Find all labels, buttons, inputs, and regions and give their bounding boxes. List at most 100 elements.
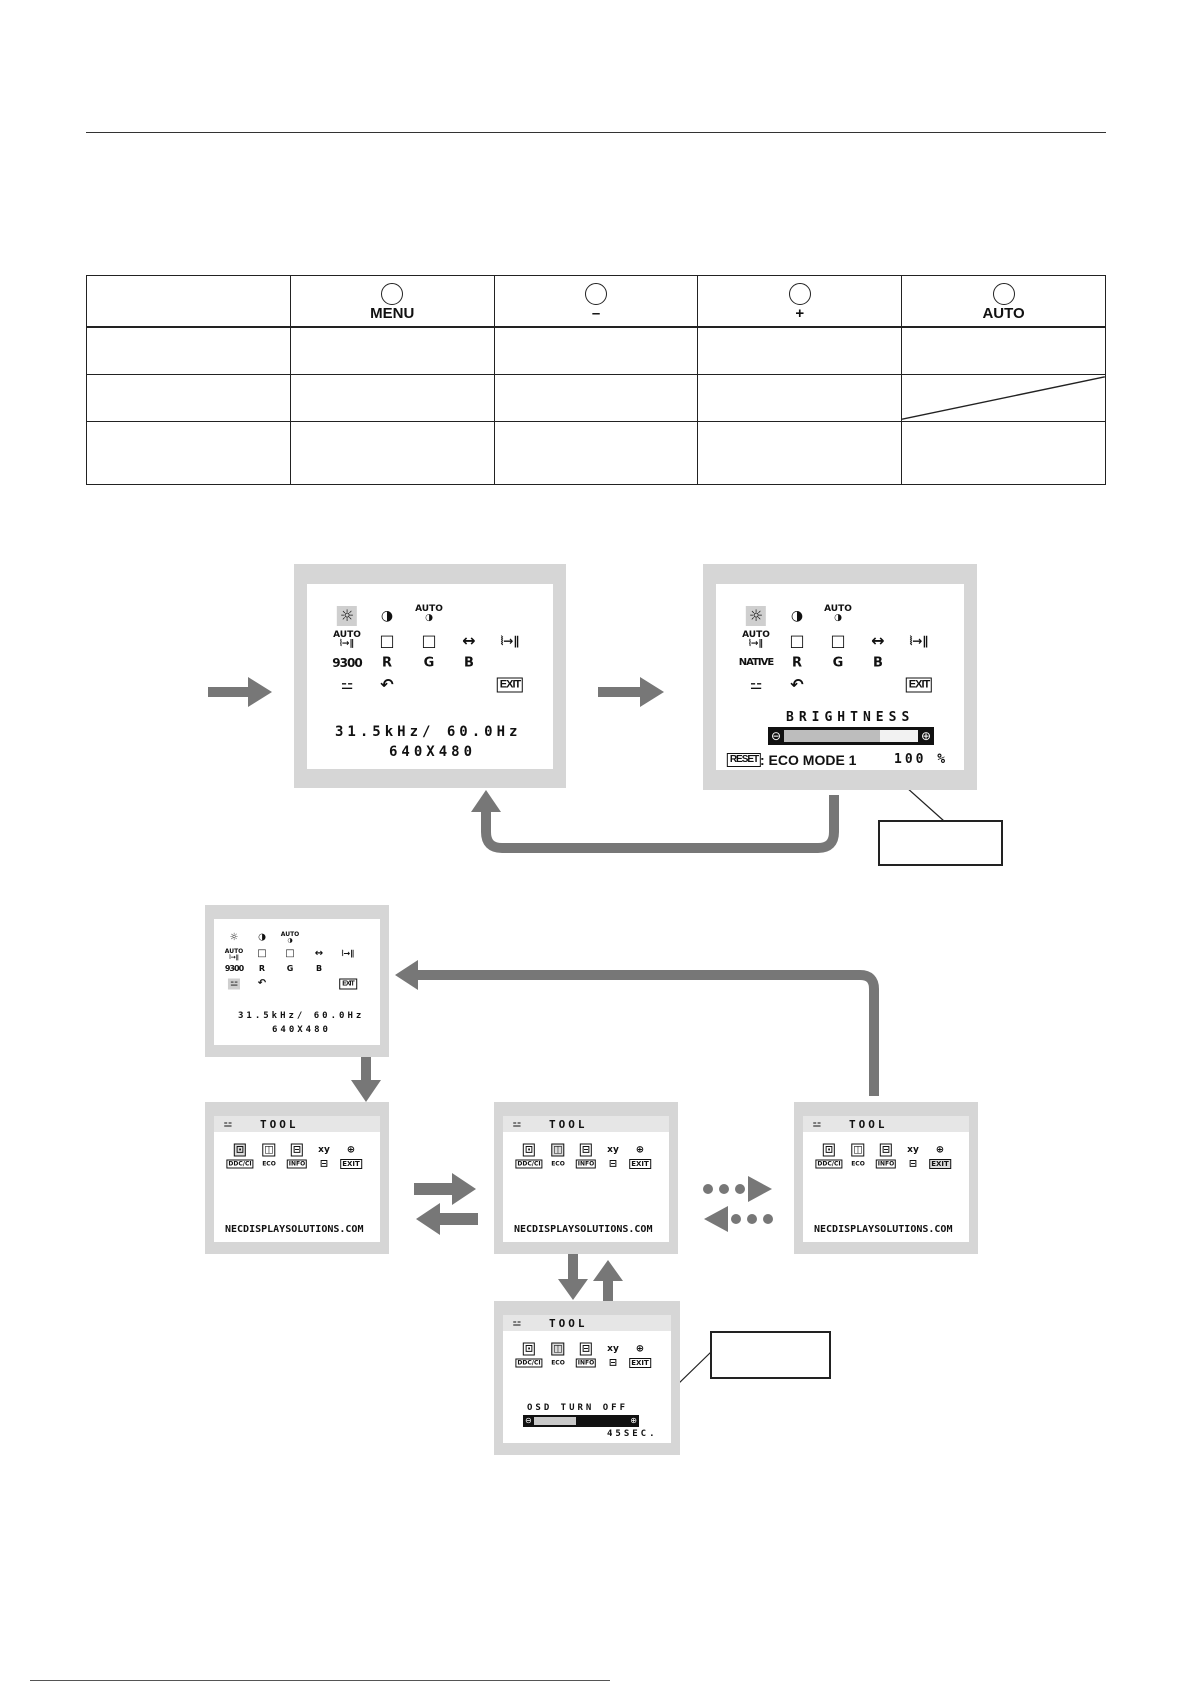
green-icon[interactable]: G <box>832 655 844 671</box>
auto-adjust-icon[interactable]: AUTO◑ <box>824 604 852 623</box>
blue-icon[interactable]: B <box>315 964 323 973</box>
tool-icon[interactable]: ⚍ <box>749 677 763 693</box>
red-icon[interactable]: R <box>258 964 266 973</box>
h-size-icon[interactable]: ↔ <box>462 631 476 650</box>
info-icon[interactable]: INFO <box>286 1159 308 1169</box>
ddcci-icon[interactable]: DDC/CI <box>226 1159 254 1169</box>
eco-icon[interactable]: ECO <box>851 1160 865 1168</box>
zoom-icon[interactable]: ⊕ <box>935 1144 945 1156</box>
plus-slider-icon: ⊕ <box>920 729 931 743</box>
left-right-icon[interactable]: □ <box>257 948 267 959</box>
zoom-icon[interactable]: ⊕ <box>635 1144 645 1156</box>
xy-info-icon[interactable]: xy <box>318 1145 330 1155</box>
arrow-right-dashed <box>748 1176 772 1202</box>
brightness-slider[interactable]: ⊖ ⊕ <box>768 727 934 745</box>
exit-icon[interactable]: EXIT <box>929 1159 951 1169</box>
color-preset-9300[interactable]: 9300 <box>332 656 362 670</box>
contrast-icon[interactable]: ◑ <box>380 608 394 624</box>
green-icon[interactable]: G <box>286 964 294 973</box>
plus-button-icon[interactable] <box>788 283 811 305</box>
eco-icon[interactable]: ECO <box>551 1359 565 1367</box>
osd-turnoff-slider[interactable]: ⊖ ⊕ <box>523 1415 639 1427</box>
xy-info-icon[interactable]: xy <box>607 1344 619 1354</box>
monitor-info-icon[interactable]: ⊟ <box>608 1158 618 1170</box>
frequency-readout: 31.5kHz/ 60.0Hz <box>335 724 522 740</box>
auto-clock-icon[interactable]: AUTO⦚→∥ <box>224 948 244 961</box>
left-right-icon[interactable]: □ <box>789 631 805 650</box>
color-preset-9300[interactable]: 9300 <box>224 964 244 973</box>
info-icon[interactable]: INFO <box>575 1159 597 1169</box>
website-url: NECDISPLAYSOLUTIONS.COM <box>814 1224 953 1235</box>
monitor-info-icon[interactable]: ⊟ <box>908 1158 918 1170</box>
menu-button-icon[interactable] <box>381 283 404 305</box>
language-icon[interactable]: ⊡ <box>522 1342 536 1356</box>
osd-lock-icon[interactable]: ⊟ <box>579 1342 593 1356</box>
tool-icon[interactable]: ⚍ <box>340 677 354 693</box>
zoom-icon[interactable]: ⊕ <box>346 1144 356 1156</box>
color-native[interactable]: NATIVE <box>738 657 774 668</box>
zoom-icon[interactable]: ⊕ <box>635 1343 645 1355</box>
plus-slider-icon: ⊕ <box>630 1416 637 1425</box>
down-up-icon[interactable]: □ <box>421 631 437 650</box>
exit-icon[interactable]: EXIT <box>629 1159 651 1169</box>
factory-preset-icon[interactable]: ↶ <box>380 675 394 694</box>
h-size-icon[interactable]: ↔ <box>871 631 885 650</box>
monitor-info-icon[interactable]: ⊟ <box>608 1357 618 1369</box>
xy-info-icon[interactable]: xy <box>907 1145 919 1155</box>
red-icon[interactable]: R <box>791 655 803 671</box>
blue-icon[interactable]: B <box>464 655 474 671</box>
monitor-info-icon[interactable]: ⊟ <box>319 1158 329 1170</box>
factory-preset-icon[interactable]: ↶ <box>257 978 267 989</box>
auto-clock-icon[interactable]: AUTO⦚→∥ <box>742 630 770 649</box>
auto-button-icon[interactable] <box>992 283 1015 305</box>
minus-button-icon[interactable] <box>584 283 607 305</box>
auto-clock-label: AUTO <box>742 630 770 640</box>
auto-adjust-icon[interactable]: AUTO◑ <box>415 604 443 623</box>
left-right-icon[interactable]: □ <box>379 631 395 650</box>
contrast-icon[interactable]: ◑ <box>258 932 266 943</box>
exit-icon[interactable]: EXIT <box>340 1159 362 1169</box>
info-icon[interactable]: INFO <box>575 1358 597 1368</box>
osd-lock-icon[interactable]: ⊟ <box>579 1143 593 1157</box>
table-cell <box>86 374 291 422</box>
exit-icon[interactable]: EXIT <box>339 978 357 990</box>
eco-icon[interactable]: ECO <box>551 1160 565 1168</box>
fine-icon[interactable]: ⦚→∥ <box>341 949 355 958</box>
reset-icon[interactable]: RESET <box>726 753 762 767</box>
ddcci-icon[interactable]: DDC/CI <box>815 1159 843 1169</box>
language-icon[interactable]: ⊡ <box>233 1143 247 1157</box>
exit-icon[interactable]: EXIT <box>629 1358 651 1368</box>
brightness-icon[interactable]: ☼ <box>229 932 239 943</box>
arrow-up-1 <box>593 1260 623 1306</box>
ddcci-icon[interactable]: DDC/CI <box>515 1159 543 1169</box>
osd-position-icon[interactable]: ◫ <box>551 1143 565 1157</box>
osd-position-icon[interactable]: ◫ <box>551 1342 565 1356</box>
ddcci-icon[interactable]: DDC/CI <box>515 1358 543 1368</box>
tool-icon[interactable]: ⚍ <box>227 978 241 990</box>
brightness-icon[interactable]: ☼ <box>745 606 767 626</box>
red-icon[interactable]: R <box>381 655 393 671</box>
blue-icon[interactable]: B <box>873 655 883 671</box>
h-size-icon[interactable]: ↔ <box>314 948 324 959</box>
language-icon[interactable]: ⊡ <box>522 1143 536 1157</box>
language-icon[interactable]: ⊡ <box>822 1143 836 1157</box>
green-icon[interactable]: G <box>423 655 435 671</box>
info-icon[interactable]: INFO <box>875 1159 897 1169</box>
fine-icon[interactable]: ⦚→∥ <box>909 634 929 648</box>
down-up-icon[interactable]: □ <box>830 631 846 650</box>
osd-lock-icon[interactable]: ⊟ <box>290 1143 304 1157</box>
osd-position-icon[interactable]: ◫ <box>262 1143 276 1157</box>
exit-icon[interactable]: EXIT <box>496 677 524 693</box>
eco-icon[interactable]: ECO <box>262 1160 276 1168</box>
brightness-icon[interactable]: ☼ <box>336 606 358 626</box>
exit-icon[interactable]: EXIT <box>905 677 933 693</box>
fine-icon[interactable]: ⦚→∥ <box>500 634 520 648</box>
contrast-icon[interactable]: ◑ <box>790 608 804 624</box>
osd-position-icon[interactable]: ◫ <box>851 1143 865 1157</box>
factory-preset-icon[interactable]: ↶ <box>790 675 804 694</box>
down-up-icon[interactable]: □ <box>285 948 295 959</box>
auto-clock-icon[interactable]: AUTO⦚→∥ <box>333 630 361 649</box>
osd-lock-icon[interactable]: ⊟ <box>879 1143 893 1157</box>
auto-adjust-icon[interactable]: AUTO◑ <box>280 931 300 944</box>
xy-info-icon[interactable]: xy <box>607 1145 619 1155</box>
